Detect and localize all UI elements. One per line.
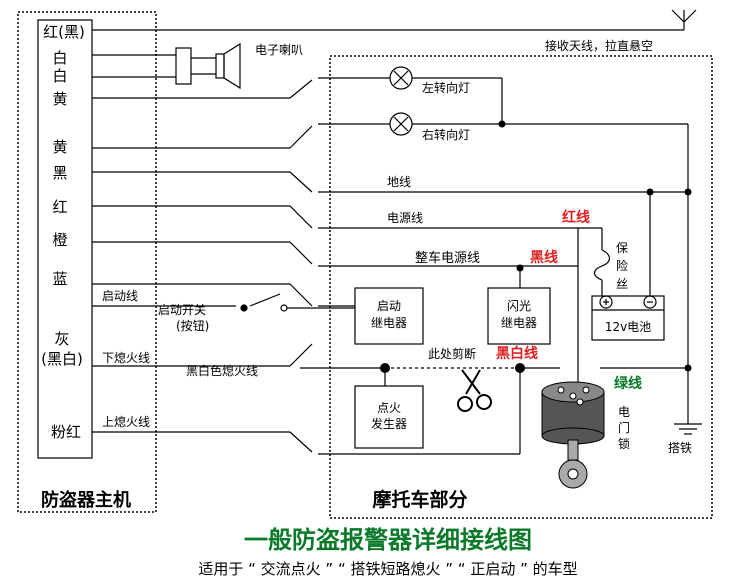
ignition-lock-label-1: 电 — [618, 405, 630, 419]
speaker-horn-icon — [223, 42, 241, 90]
green-wire-label: 绿线 — [614, 375, 642, 392]
wire-label-black-white: (黑白) — [41, 350, 83, 368]
flash-relay-box — [487, 287, 551, 345]
host-title: 防盗器主机 — [41, 489, 131, 511]
wire-label-grey: 灰 — [54, 330, 69, 348]
black-wire-label: 黑线 — [530, 249, 558, 266]
fuse-label-1: 保 — [616, 241, 628, 255]
fuse-label-3: 丝 — [616, 277, 628, 291]
fuse-icon — [593, 249, 611, 281]
chassis-label: 搭铁 — [668, 441, 692, 455]
battery-body — [591, 295, 665, 341]
motorcycle-box — [329, 55, 713, 519]
right-turn-label: 右转向灯 — [422, 127, 470, 142]
antenna-icon — [671, 9, 697, 23]
bw-wire-label: 黑白线 — [496, 345, 538, 362]
motorcycle-title: 摩托车部分 — [372, 488, 467, 511]
button-label: (按钮) — [176, 318, 209, 333]
start-switch-label: 启动开关 — [158, 303, 206, 317]
start-relay-box — [354, 287, 424, 345]
power-label: 电源线 — [387, 211, 423, 225]
start-relay-label-1: 启动 — [377, 299, 401, 313]
host-wire-bar — [37, 19, 93, 459]
lower-kill-label: 下熄火线 — [102, 351, 150, 365]
start-switch-icon — [249, 293, 281, 307]
ignition-lock-label-3: 锁 — [618, 436, 630, 451]
ignition-lock-label-2: 门 — [618, 420, 630, 435]
red-wire-label: 红线 — [562, 209, 590, 226]
ground-label: 地线 — [387, 175, 411, 189]
host-unit-box — [17, 11, 157, 513]
wire-label-black: 黑 — [52, 164, 67, 182]
ignition-label-1: 点火 — [377, 401, 401, 415]
cut-here-label: 此处剪断 — [428, 346, 476, 361]
antenna-label: 接收天线，拉直悬空 — [545, 38, 653, 53]
wire-label-red: 红 — [52, 198, 67, 216]
battery-label: 12v电池 — [605, 320, 651, 334]
wire-label-yellow1: 黄 — [52, 90, 67, 108]
fuse-label-2: 险 — [616, 258, 628, 273]
wire-label-red-black: 红(黑) — [43, 23, 85, 41]
wire-label-white1: 白 — [52, 49, 67, 67]
ignition-lock-icon — [541, 381, 605, 489]
start-wire-label: 启动线 — [102, 289, 138, 303]
ignition-label-2: 发生器 — [371, 416, 407, 431]
ignition-generator-box — [354, 385, 424, 449]
speaker-label: 电子喇叭 — [255, 42, 303, 57]
flash-relay-label-1: 闪光 — [507, 299, 531, 313]
bw-kill-label: 黑白色熄火线 — [186, 363, 258, 378]
wire-label-blue: 蓝 — [52, 270, 67, 288]
speaker-body — [175, 47, 192, 85]
wire-label-pink: 粉红 — [51, 423, 81, 441]
start-relay-label-2: 继电器 — [371, 316, 407, 330]
upper-kill-label: 上熄火线 — [102, 415, 150, 429]
diagram-subtitle: 适用于 “ 交流点火 ” “ 搭铁短路熄火 ” “ 正启动 ” 的车型 — [198, 560, 577, 578]
scissors-icon — [457, 369, 492, 412]
flash-relay-label-2: 继电器 — [501, 316, 537, 330]
left-turn-label: 左转向灯 — [422, 80, 470, 95]
wire-label-orange: 橙 — [52, 231, 67, 249]
wire-label-yellow2: 黄 — [52, 138, 67, 156]
main-power-label: 整车电源线 — [415, 250, 480, 266]
wire-label-white2: 白 — [52, 67, 67, 85]
diagram-title: 一般防盗报警器详细接线图 — [244, 526, 532, 554]
